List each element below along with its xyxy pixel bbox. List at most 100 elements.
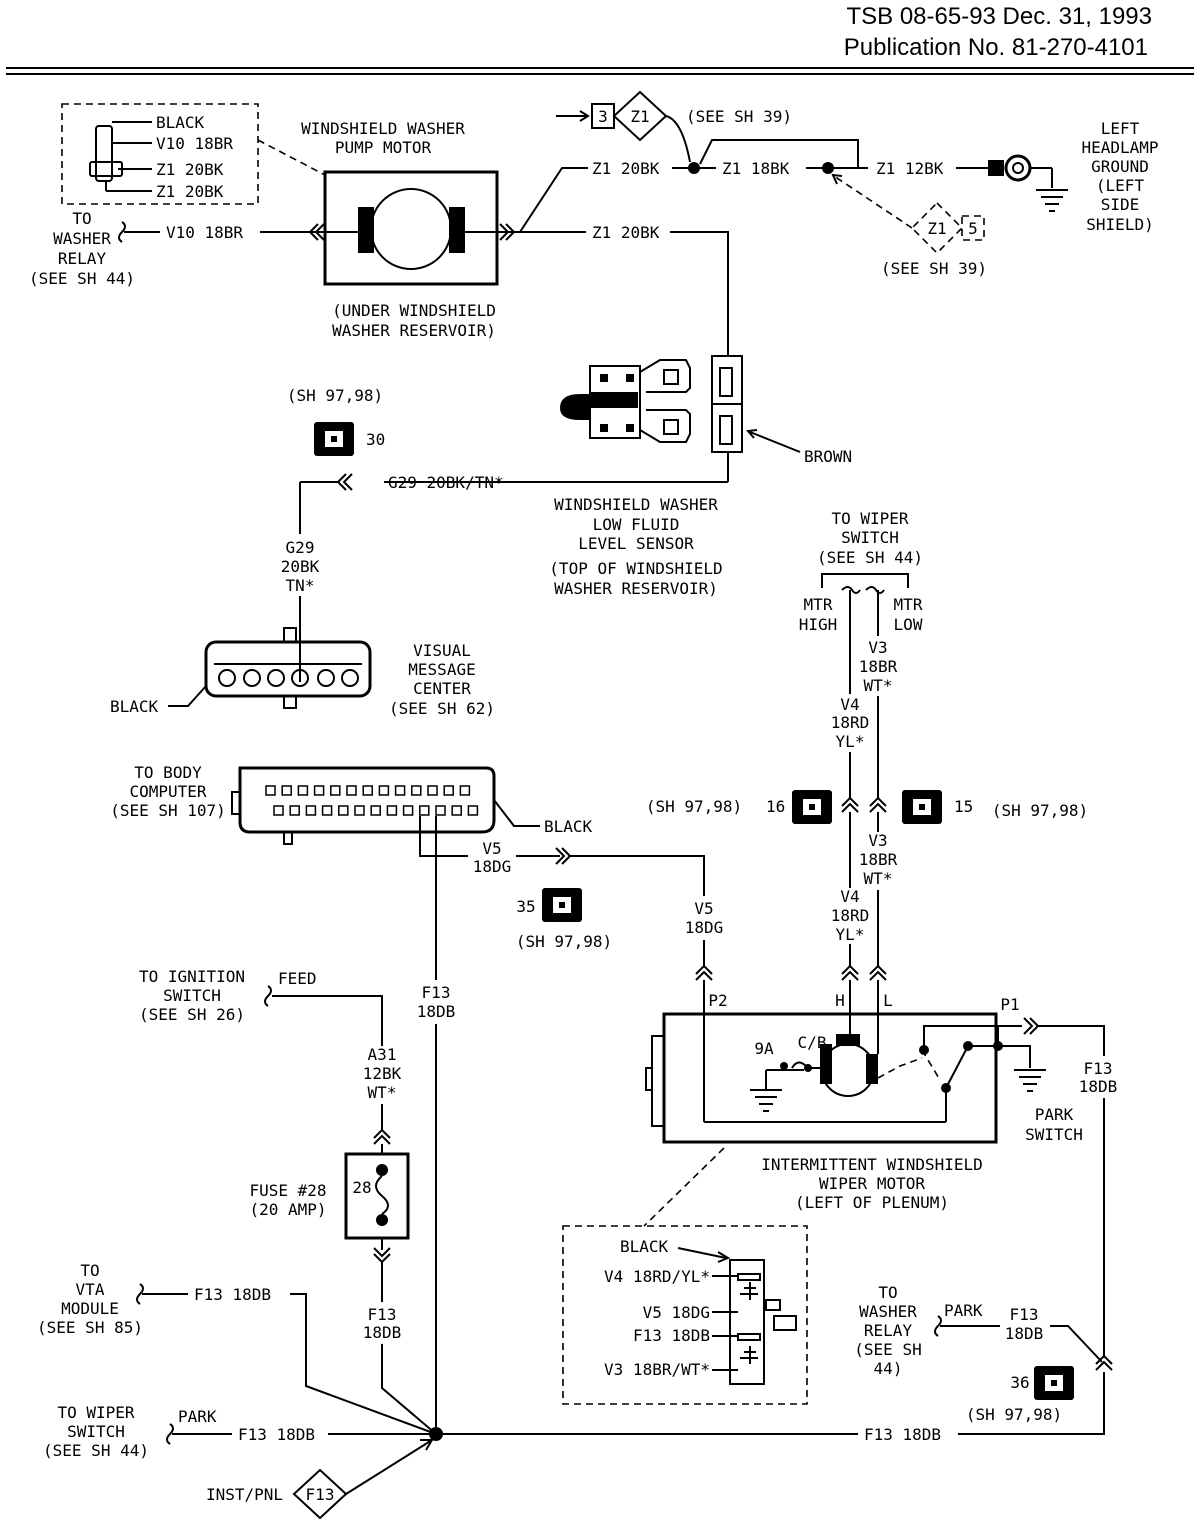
v3-inline-connector [869,796,887,813]
park-b-label: PARK [178,1407,217,1426]
pump-connector-inset: BLACK V10 18BR Z1 20BK Z1 20BK [61,103,259,205]
ground-symbol [1036,189,1068,212]
z1-reference-right: Z1 5 (SEE SH 39) [831,173,987,278]
f13a-label: F13 [422,983,451,1002]
v4b-label-3: YL* [836,925,865,944]
g29-connector [336,473,353,491]
h-connector [841,964,859,981]
body-computer-pin [289,805,300,816]
wire-f13-p1-a [996,1025,1105,1056]
connector-icon-35 [542,888,582,922]
wire-f13-bottom-b [958,1372,1105,1435]
washer-relay-right-label-3: RELAY [864,1321,913,1340]
washer-relay-right-label: TO [878,1283,897,1302]
vmc-title: VISUAL [413,641,471,660]
body-computer-label-2: COMPUTER [129,782,206,801]
sh-97-98-b: (SH 97,98) [646,797,742,816]
wire-z1-20bk-top: Z1 20BK [592,159,660,178]
body-computer-label: TO BODY [134,763,202,782]
park-switch-label: PARK [1035,1105,1074,1124]
v5b-label-2: 18DG [685,918,724,937]
f13c-label: F13 [368,1305,397,1324]
body-computer-pin [394,785,406,796]
sensor-title: WINDSHIELD WASHER [554,495,718,514]
pump-title: WINDSHIELD WASHER [301,119,465,138]
sh-97-98-c: (SH 97,98) [992,801,1088,820]
body-computer-pin [459,785,471,796]
body-computer-pin [386,805,398,816]
pump-pin-z1a: Z1 20BK [156,160,224,179]
z1-diamond-right: Z1 [927,219,946,238]
body-computer-label-3: (SEE SH 107) [110,801,226,820]
wire-f13-fuse-c [381,1344,437,1435]
conn-30: 30 [366,430,385,449]
body-computer-pin [435,805,446,816]
body-computer-pin [451,805,462,816]
mtr-low-2: LOW [894,615,923,634]
pump-connector-left [308,223,325,241]
p2-label: P2 [708,991,727,1010]
wire-inst-pnl [345,1439,433,1495]
wire-z1-sensor-b [670,231,729,356]
body-computer-pin [273,805,284,816]
low-fluid-sensor [560,355,743,453]
body-computer-pin [265,785,276,796]
wiper-switch-bottom-label: TO WIPER [57,1403,134,1422]
v5b-label: V5 [694,899,713,918]
park-switch-ground-symbol [1014,1069,1046,1092]
pump-pin-z1b: Z1 20BK [156,182,224,201]
vmc-title-2: MESSAGE [408,660,475,679]
body-computer-pin [354,805,365,816]
body-computer-pin [419,805,430,816]
vmc-black-leader [168,685,207,707]
h-label: H [835,991,845,1010]
brown-arrow [746,429,758,439]
park-switch-ground-wire [998,1045,1031,1068]
vta-label: TO [80,1261,99,1280]
conn-36: 36 [1010,1373,1029,1392]
sensor-location-2: WASHER RESERVOIR) [554,579,718,598]
body-computer-pin [305,805,317,816]
sensor-title-2: LOW FLUID [593,515,680,534]
wiper-motor-title: INTERMITTENT WINDSHIELD [761,1155,983,1174]
body-computer-pin [411,785,422,796]
ignition-label: TO IGNITION [139,967,245,986]
motor-conn-black-leader [677,1247,727,1259]
f13d-label-2: 18DB [1005,1324,1044,1343]
g29-label-2: 20BK [281,557,320,576]
body-computer-pin [443,785,454,796]
inst-pnl-label: INST/PNL [206,1485,283,1504]
body-computer-pin [378,785,390,796]
body-computer-pin [313,785,325,796]
vta-label-3: MODULE [61,1299,119,1318]
v4b-label: V4 [840,887,859,906]
l-connector [869,964,887,981]
fuse-number: 28 [352,1178,371,1197]
bc-black-leader [493,799,540,827]
ground-eyelet-terminal [988,154,1053,188]
wiper-switch-wave [841,586,885,594]
conn-35: 35 [516,897,535,916]
f13d-label: F13 [1010,1305,1039,1324]
see-sh39-bottom: (SEE SH 39) [881,259,987,278]
motor-conn-f13: F13 18DB [633,1326,710,1345]
g29-label: G29 [286,538,315,557]
wiper-motor-title-3: (LEFT OF PLENUM) [795,1193,949,1212]
ground-label-4: (LEFT [1096,176,1145,195]
body-computer-pin [402,805,414,816]
sh-97-98-e: (SH 97,98) [966,1405,1062,1424]
pump-title-2: PUMP MOTOR [335,138,432,157]
body-computer-pin [370,805,381,816]
feed-label: FEED [278,969,317,988]
bc-black: BLACK [544,817,593,836]
body-computer-pin [338,805,349,816]
relay-bracket [118,221,126,243]
motor-conn-black: BLACK [620,1237,669,1256]
wire-f13-ws-label: F13 18DB [238,1425,315,1444]
vta-label-4: (SEE SH 85) [37,1318,143,1337]
wire-g29-label: G29 20BK/TN* [388,473,504,492]
motor-conn-v3: V3 18BR/WT* [604,1360,710,1379]
motor-connector-inset [562,1225,808,1405]
vmc-title-3: CENTER [413,679,471,698]
brown-label: BROWN [804,447,852,466]
